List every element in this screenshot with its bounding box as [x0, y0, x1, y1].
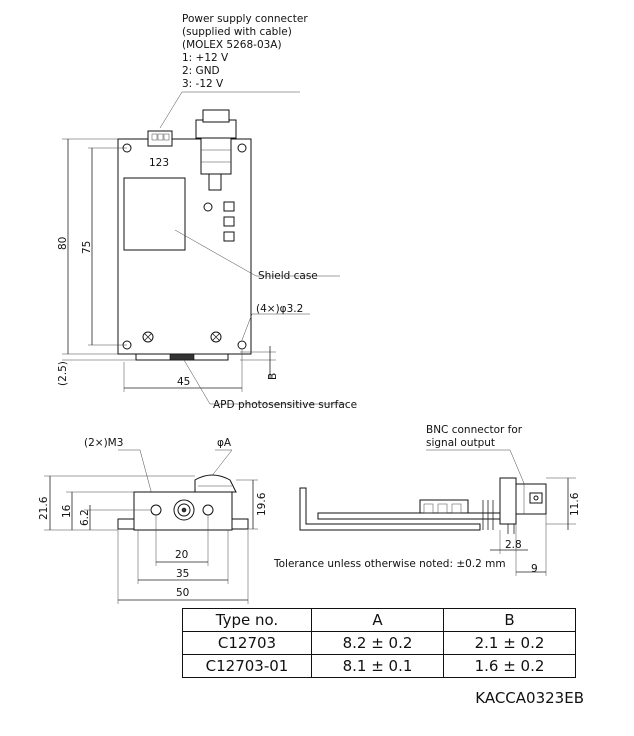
mount-hole-br — [237, 340, 247, 350]
spec-header-row: Type no. A B — [182, 608, 576, 632]
front-bnc — [194, 474, 237, 493]
table-row: C12703-01 8.1 ± 0.1 1.6 ± 0.2 — [182, 654, 576, 678]
dim-45: 45 — [177, 376, 190, 388]
mount-hole-tr — [237, 143, 247, 153]
power-connector-line-2: (supplied with cable) — [182, 26, 292, 38]
header-b: B — [443, 608, 576, 632]
dim-75: 75 — [81, 241, 93, 254]
phi-a-label: φA — [217, 437, 232, 449]
hole-leader — [241, 313, 310, 341]
dim-16: 16 — [61, 504, 73, 518]
tolerance-note: Tolerance unless otherwise noted: ±0.2 m… — [273, 558, 506, 570]
mount-holes-label: (4×)φ3.2 — [256, 303, 303, 315]
cell-b: 2.1 ± 0.2 — [443, 631, 576, 655]
bnc-flange — [195, 119, 237, 139]
dim-9: 9 — [531, 563, 538, 575]
power-connector-line-6: 3: -12 V — [182, 78, 224, 90]
top-view: Power supply connecter (supplied with ca… — [57, 13, 357, 411]
dim-21-6: 21.6 — [38, 496, 50, 520]
m3-label: (2×)M3 — [84, 437, 123, 449]
shield-case — [123, 177, 186, 251]
cell-b: 1.6 ± 0.2 — [443, 654, 576, 678]
dim-2-5: (2.5) — [57, 361, 69, 386]
dim-19-6: 19.6 — [256, 492, 268, 516]
bnc-label-line-1: BNC connector for — [426, 424, 523, 436]
dim-11-6: 11.6 — [569, 492, 581, 516]
side-view: BNC connector for signal output 11.6 — [273, 424, 581, 576]
cell-type-no: C12703-01 — [182, 654, 312, 678]
cell-a: 8.2 ± 0.2 — [311, 631, 444, 655]
drawing-code: KACCA0323EB — [475, 689, 584, 707]
header-a: A — [311, 608, 444, 632]
dim-2-8: 2.8 — [505, 539, 522, 551]
dim-20: 20 — [175, 549, 188, 561]
dim-b: B — [267, 373, 279, 380]
bnc-body — [200, 137, 232, 175]
power-connector — [147, 130, 173, 147]
cell-a: 8.1 ± 0.1 — [311, 654, 444, 678]
dim-6-2: 6.2 — [79, 509, 91, 526]
header-type-no: Type no. — [182, 608, 312, 632]
m3-hole-right — [202, 504, 214, 516]
dim-50: 50 — [176, 587, 189, 599]
side-bnc-flange — [499, 477, 517, 525]
shield-leader — [174, 229, 340, 277]
side-board — [317, 512, 501, 520]
m3-hole-left — [150, 504, 162, 516]
apd-label: APD photosensitive surface — [213, 399, 357, 411]
power-connector-line-4: 1: +12 V — [182, 52, 229, 64]
front-view: (2×)M3 φA 21.6 16 6.2 19.6 — [38, 437, 268, 604]
connector-leader — [159, 91, 300, 129]
shield-case-label: Shield case — [258, 270, 318, 282]
side-bracket — [299, 487, 481, 531]
dim-80: 80 — [57, 237, 69, 250]
power-connector-line-5: 2: GND — [182, 65, 220, 77]
dim-35: 35 — [176, 568, 189, 580]
table-row: C12703 8.2 ± 0.2 2.1 ± 0.2 — [182, 631, 576, 655]
bnc-label-line-2: signal output — [426, 437, 495, 449]
spec-table: Type no. A B C12703 8.2 ± 0.2 2.1 ± 0.2 … — [182, 608, 576, 678]
power-connector-line-3: (MOLEX 5268-03A) — [182, 39, 282, 51]
apd-leader — [183, 359, 346, 405]
pin-numbers: 123 — [149, 157, 169, 169]
cell-type-no: C12703 — [182, 631, 312, 655]
power-connector-line-1: Power supply connecter — [182, 13, 308, 25]
